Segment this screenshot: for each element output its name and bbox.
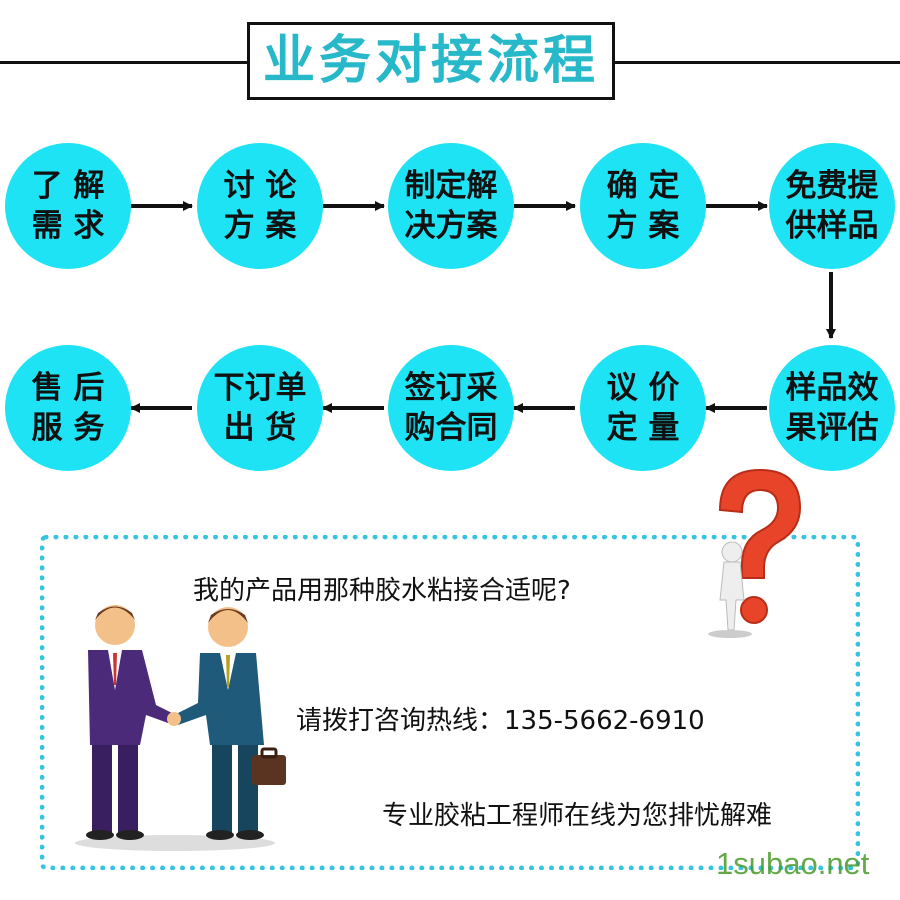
question-text: 我的产品用那种胶水粘接合适呢? <box>193 576 571 606</box>
title-line-left <box>0 61 247 64</box>
node-order: 下订单 出 货 <box>197 345 323 471</box>
node-understand: 了 解 需 求 <box>5 143 131 269</box>
node-label: 免费提 供样品 <box>785 168 879 244</box>
node-label: 讨 论 方 案 <box>223 168 297 244</box>
node-contract: 签订采 购合同 <box>388 345 514 471</box>
question-mark-figure-illustration <box>708 468 802 638</box>
watermark: 1subao.net <box>716 846 870 881</box>
node-label: 售 后 服 务 <box>31 370 105 446</box>
node-after-sales: 售 后 服 务 <box>5 345 131 471</box>
node-discuss: 讨 论 方 案 <box>197 143 323 269</box>
handshake-people-illustration <box>75 605 286 851</box>
service-text: 专业胶粘工程师在线为您排忧解难 <box>382 801 773 831</box>
node-label: 了 解 需 求 <box>31 168 105 244</box>
node-sample: 免费提 供样品 <box>769 143 895 269</box>
node-label: 确 定 方 案 <box>606 168 680 244</box>
info-box <box>40 535 860 870</box>
node-label: 议 价 定 量 <box>606 370 680 446</box>
node-label: 下订单 出 货 <box>213 370 307 446</box>
node-evaluate: 样品效 果评估 <box>769 345 895 471</box>
title-box: 业务对接流程 <box>247 22 615 100</box>
node-label: 样品效 果评估 <box>785 370 879 446</box>
hotline-text: 请拨打咨询热线：135-5662-6910 <box>296 706 705 736</box>
title-line-right <box>615 61 900 64</box>
node-label: 制定解 决方案 <box>404 168 498 244</box>
node-price: 议 价 定 量 <box>580 345 706 471</box>
node-label: 签订采 购合同 <box>404 370 498 446</box>
node-plan: 制定解 决方案 <box>388 143 514 269</box>
node-confirm: 确 定 方 案 <box>580 143 706 269</box>
page-title: 业务对接流程 <box>262 31 599 91</box>
